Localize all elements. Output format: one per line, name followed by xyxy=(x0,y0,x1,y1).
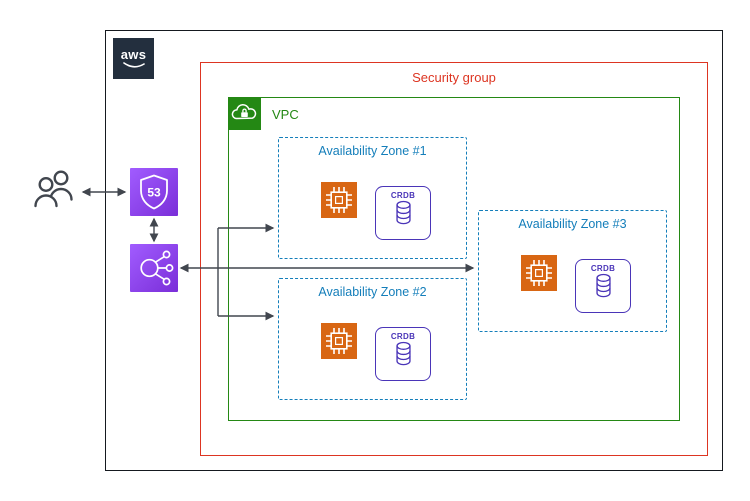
availability-zone-1: Availability Zone #1 CRDB xyxy=(278,137,467,259)
vpc-boundary: VPC xyxy=(228,97,680,421)
aws-logo-text: aws xyxy=(120,46,147,62)
database-icon xyxy=(395,341,411,366)
crdb-node: CRDB xyxy=(375,327,431,381)
crdb-label: CRDB xyxy=(390,332,416,341)
security-group-boundary: Security group xyxy=(200,62,708,456)
crdb-node: CRDB xyxy=(375,186,431,240)
database-icon xyxy=(395,200,411,225)
availability-zone-2: Availability Zone #2 CRDB xyxy=(278,278,467,400)
database-icon xyxy=(595,273,611,298)
crdb-label: CRDB xyxy=(590,264,616,273)
route53-icon: 53 xyxy=(130,168,178,216)
crdb-label: CRDB xyxy=(390,191,416,200)
availability-zone-3: Availability Zone #3 CRDB xyxy=(478,210,667,332)
ec2-instance-icon xyxy=(521,255,557,291)
vpc-icon xyxy=(228,97,261,130)
availability-zone-3-label: Availability Zone #3 xyxy=(518,217,627,231)
crdb-node: CRDB xyxy=(575,259,631,313)
aws-smile-icon xyxy=(122,61,145,68)
load-balancer-icon xyxy=(130,244,178,292)
vpc-cloud-lock-icon xyxy=(231,104,257,120)
route53-shield-icon: 53 xyxy=(140,174,168,210)
aws-logo: aws xyxy=(113,38,154,79)
route53-number: 53 xyxy=(147,186,161,200)
availability-zone-2-label: Availability Zone #2 xyxy=(318,285,427,299)
users-icon xyxy=(28,163,80,215)
ec2-instance-icon xyxy=(321,182,357,218)
security-group-label: Security group xyxy=(412,70,496,85)
availability-zone-1-label: Availability Zone #1 xyxy=(318,144,427,158)
vpc-label: VPC xyxy=(272,107,299,122)
aws-cloud-boundary xyxy=(105,30,723,471)
ec2-instance-icon xyxy=(321,323,357,359)
